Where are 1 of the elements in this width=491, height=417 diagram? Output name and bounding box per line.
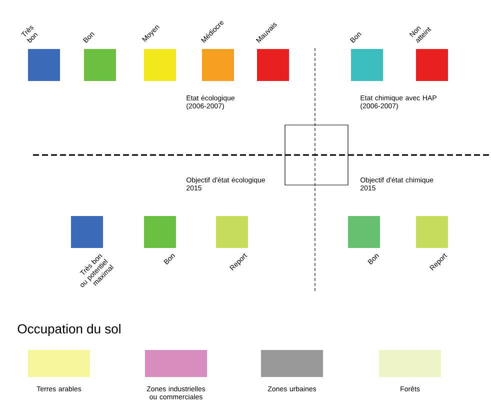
section-heading: Occupation du sol [18, 324, 120, 336]
